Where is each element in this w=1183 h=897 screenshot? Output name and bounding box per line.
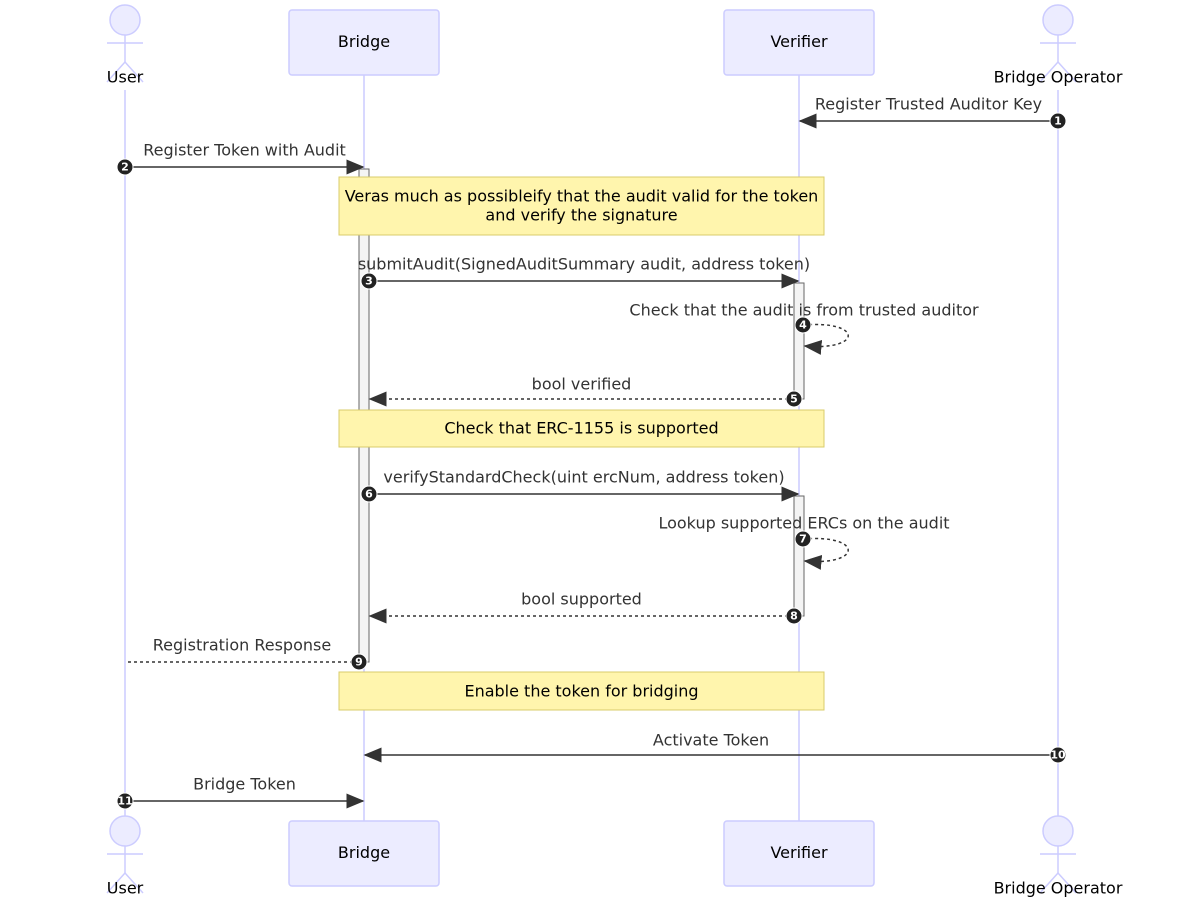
- message-label: Bridge Token: [193, 775, 296, 794]
- actor-verifier-bottom: Verifier: [723, 820, 875, 887]
- message-label: Register Trusted Auditor Key: [815, 95, 1042, 114]
- message-3: submitAudit(SignedAuditSummary audit, ad…: [358, 255, 810, 290]
- actor-box: [723, 820, 875, 887]
- message-label: Lookup supported ERCs on the audit: [658, 514, 949, 533]
- sequence-number-badge: 3: [360, 272, 378, 290]
- note-text: Veras much as possibleify that the audit…: [345, 187, 819, 206]
- actor-user-top: User: [106, 4, 144, 87]
- sequence-number-badge: 8: [785, 607, 803, 625]
- actor-bridge-operator-top: Bridge Operator: [994, 4, 1123, 87]
- note-box: [338, 671, 825, 711]
- note-text: Check that ERC-1155 is supported: [444, 419, 718, 438]
- sequence-number: 4: [799, 319, 807, 332]
- actor-label: Bridge Operator: [994, 879, 1123, 897]
- person-icon: [1039, 815, 1077, 894]
- sequence-number-badge: 4: [794, 316, 812, 334]
- message-label: bool verified: [532, 375, 632, 394]
- actor-label: Verifier: [770, 843, 827, 862]
- actor-bridge-top: Bridge: [288, 9, 440, 76]
- sequence-number-badge: 5: [785, 390, 803, 408]
- sequence-number: 11: [117, 795, 132, 808]
- sequence-number: 6: [365, 488, 373, 501]
- message-2: Register Token with Audit 2: [116, 141, 365, 176]
- message-label: submitAudit(SignedAuditSummary audit, ad…: [358, 255, 810, 274]
- actor-bridge-bottom: Bridge: [288, 820, 440, 887]
- actor-label: User: [107, 879, 144, 897]
- message-4: Check that the audit is from trusted aud…: [629, 301, 979, 355]
- sequence-number-badge: 6: [360, 485, 378, 503]
- actor-label: Bridge Operator: [994, 68, 1123, 87]
- person-icon: [106, 815, 144, 894]
- note-text: Enable the token for bridging: [464, 682, 698, 701]
- actor-box: [723, 9, 875, 76]
- message-1: Register Trusted Auditor Key 1: [798, 95, 1067, 130]
- sequence-number: 3: [365, 275, 373, 288]
- person-icon: [1039, 4, 1077, 83]
- message-line: [802, 537, 849, 570]
- actor-bridge-operator-bottom: Bridge Operator: [994, 815, 1123, 897]
- message-9: Registration Response 9: [126, 636, 368, 671]
- message-line: [802, 323, 849, 355]
- message-10: Activate Token 10: [363, 731, 1067, 764]
- message-label: verifyStandardCheck(uint ercNum, address…: [383, 468, 784, 487]
- sequence-number: 2: [121, 161, 129, 174]
- actor-label: Bridge: [338, 843, 390, 862]
- sequence-number: 10: [1050, 749, 1066, 762]
- sequence-number-badge: 10: [1049, 746, 1067, 764]
- message-6: verifyStandardCheck(uint ercNum, address…: [360, 468, 800, 503]
- message-label: Registration Response: [153, 636, 331, 655]
- sequence-number-badge: 11: [116, 792, 134, 810]
- message-label: Register Token with Audit: [143, 141, 346, 160]
- actor-label: Bridge: [338, 32, 390, 51]
- actor-user-bottom: User: [106, 815, 144, 897]
- sequence-number: 1: [1054, 115, 1062, 128]
- actor-label: User: [107, 68, 144, 87]
- message-8: bool supported 8: [368, 590, 803, 625]
- sequence-number: 5: [790, 393, 798, 406]
- sequence-number-badge: 9: [350, 653, 368, 671]
- note-1: Veras much as possibleify that the audit…: [338, 176, 825, 236]
- actor-verifier-top: Verifier: [723, 9, 875, 76]
- message-5: bool verified 5: [368, 375, 803, 408]
- sequence-number: 8: [790, 610, 798, 623]
- message-11: Bridge Token 11: [116, 775, 365, 810]
- message-label: bool supported: [521, 590, 642, 609]
- actor-box: [288, 9, 440, 76]
- sequence-number: 7: [799, 533, 807, 546]
- message-label: Check that the audit is from trusted aud…: [629, 301, 979, 320]
- sequence-number: 9: [355, 656, 363, 669]
- sequence-number-badge: 2: [116, 158, 134, 176]
- person-icon: [106, 4, 144, 83]
- note-text: and verify the signature: [485, 206, 677, 225]
- note-box: [338, 409, 825, 448]
- note-3: Enable the token for bridging: [338, 671, 825, 711]
- message-label: Activate Token: [653, 731, 769, 750]
- actor-label: Verifier: [770, 32, 827, 51]
- actor-box: [288, 820, 440, 887]
- note-2: Check that ERC-1155 is supported: [338, 409, 825, 448]
- sequence-number-badge: 1: [1049, 112, 1067, 130]
- note-box: [338, 176, 825, 236]
- sequence-number-badge: 7: [794, 530, 812, 548]
